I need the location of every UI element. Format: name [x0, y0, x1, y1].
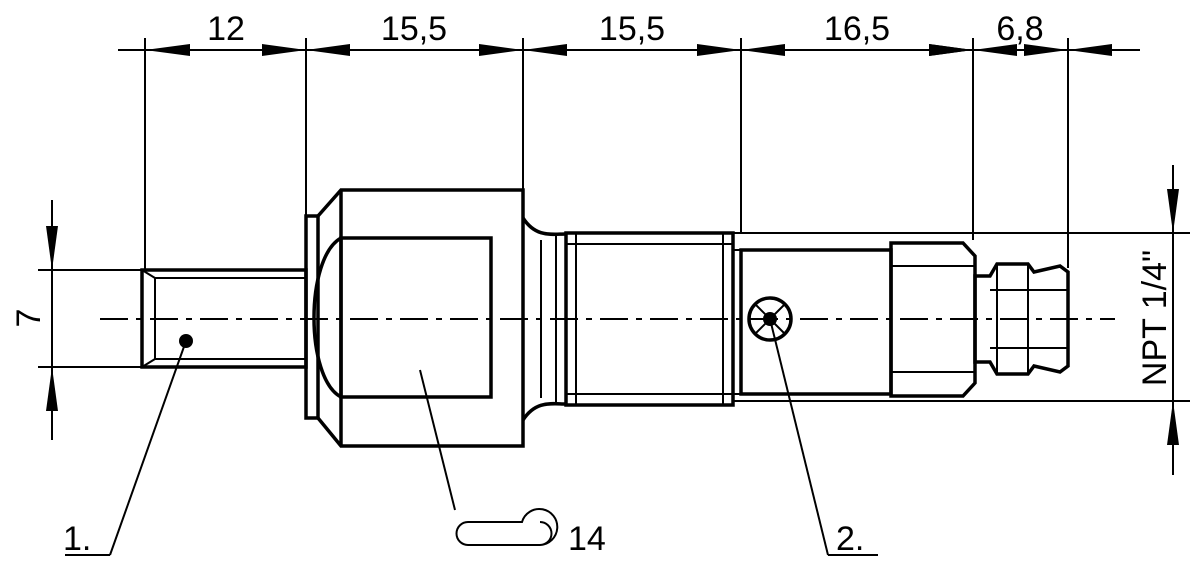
barb-outline	[973, 262, 1070, 376]
dimension-arrow	[1167, 401, 1179, 445]
dimension-arrow	[697, 44, 741, 56]
thread-outline	[564, 231, 735, 407]
dimension-label-15-5-b: 15,5	[599, 10, 665, 48]
dimension-arrow	[523, 44, 567, 56]
connector-nut	[889, 241, 977, 398]
item-2-label: 2.	[836, 520, 864, 558]
hex-outline	[316, 188, 525, 448]
dimension-arrow	[306, 44, 350, 56]
dimension-arrow	[1167, 189, 1179, 233]
dimension-label-16-5: 16,5	[824, 10, 890, 48]
dimension-arrow	[262, 44, 306, 56]
dimension-arrow	[145, 44, 190, 56]
sensor-housing	[733, 248, 893, 396]
dimension-arrow	[46, 367, 58, 411]
callout-item-1: 1.	[63, 340, 187, 558]
item-1-label: 1.	[63, 520, 91, 558]
dimension-arrow	[929, 44, 973, 56]
dimension-arrow	[46, 226, 58, 270]
hex-body	[304, 188, 525, 448]
probe-chamfer	[141, 269, 156, 368]
wrench-size-label: 14	[568, 520, 606, 558]
dimension-arrow	[479, 44, 523, 56]
dimension-label-12: 12	[207, 10, 245, 48]
neck	[521, 216, 567, 422]
neck-fillet	[521, 216, 567, 422]
hex-arc	[312, 236, 342, 399]
top-dimension-chain: 12 15,5 15,5 16,5 6,8	[118, 10, 1140, 270]
left-height-dimension: 7	[10, 200, 145, 440]
leader-line	[419, 369, 456, 511]
sensor-body	[140, 188, 1070, 448]
dimension-arrow	[1024, 44, 1068, 56]
callout-item-2: 2.	[769, 318, 878, 558]
housing-outline	[739, 248, 893, 396]
vent-hole	[747, 296, 793, 342]
dimension-label-6-8: 6,8	[996, 10, 1043, 48]
callout-wrench: 14	[419, 369, 606, 558]
thread-label: NPT 1/4"	[1136, 250, 1174, 386]
hex-face	[339, 236, 493, 399]
dimension-label-7: 7	[10, 309, 48, 328]
nut-outline	[889, 241, 977, 398]
hex-flange	[304, 214, 320, 420]
barb-fitting	[973, 262, 1070, 376]
dimension-arrow	[973, 44, 1017, 56]
dimension-arrow	[741, 44, 785, 56]
threaded-section	[564, 231, 735, 407]
leader-line	[769, 318, 829, 556]
leader-line	[109, 340, 187, 556]
dimension-arrow	[1068, 44, 1112, 56]
wrench-icon	[455, 508, 559, 546]
dimension-label-15-5-a: 15,5	[381, 10, 447, 48]
right-thread-dimension: NPT 1/4"	[733, 165, 1190, 475]
